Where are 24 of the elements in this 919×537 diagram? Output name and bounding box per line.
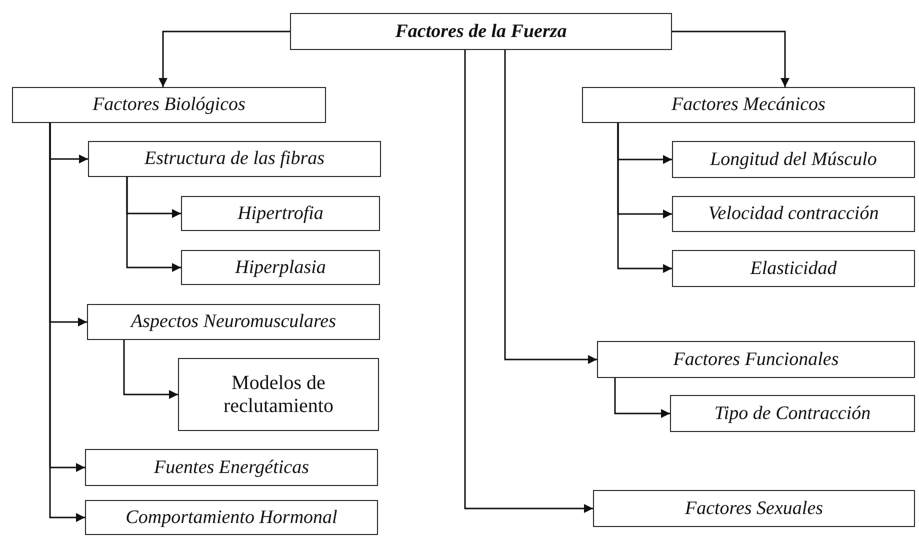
arrow — [672, 30, 790, 87]
concept-box: Factores de la Fuerza — [290, 13, 672, 50]
concept-box: Longitud del Músculo — [672, 141, 915, 178]
concept-box: Factores Sexuales — [593, 490, 915, 527]
arrow — [464, 50, 593, 513]
concept-box: Factores Funcionales — [597, 341, 915, 378]
concept-box: Fuentes Energéticas — [85, 449, 378, 486]
concept-box: Estructura de las fibras — [88, 141, 381, 177]
concept-box: Comportamiento Hormonal — [85, 500, 378, 535]
arrow — [504, 50, 597, 364]
concept-box: Tipo de Contracción — [670, 395, 915, 432]
concept-box: Factores Biológicos — [12, 87, 326, 123]
arrow — [617, 123, 672, 273]
concept-box: Hiperplasia — [181, 250, 380, 285]
concept-box: Elasticidad — [672, 250, 915, 287]
concept-box: Modelos de reclutamiento — [178, 358, 379, 431]
arrow — [126, 177, 181, 272]
concept-box: Factores Mecánicos — [582, 87, 915, 123]
concept-box: Velocidad contracción — [672, 196, 915, 232]
concept-box: Hipertrofia — [181, 196, 380, 231]
arrow — [123, 340, 178, 399]
arrow — [614, 378, 670, 418]
concept-box: Aspectos Neuromusculares — [87, 304, 380, 340]
arrow — [158, 30, 290, 87]
